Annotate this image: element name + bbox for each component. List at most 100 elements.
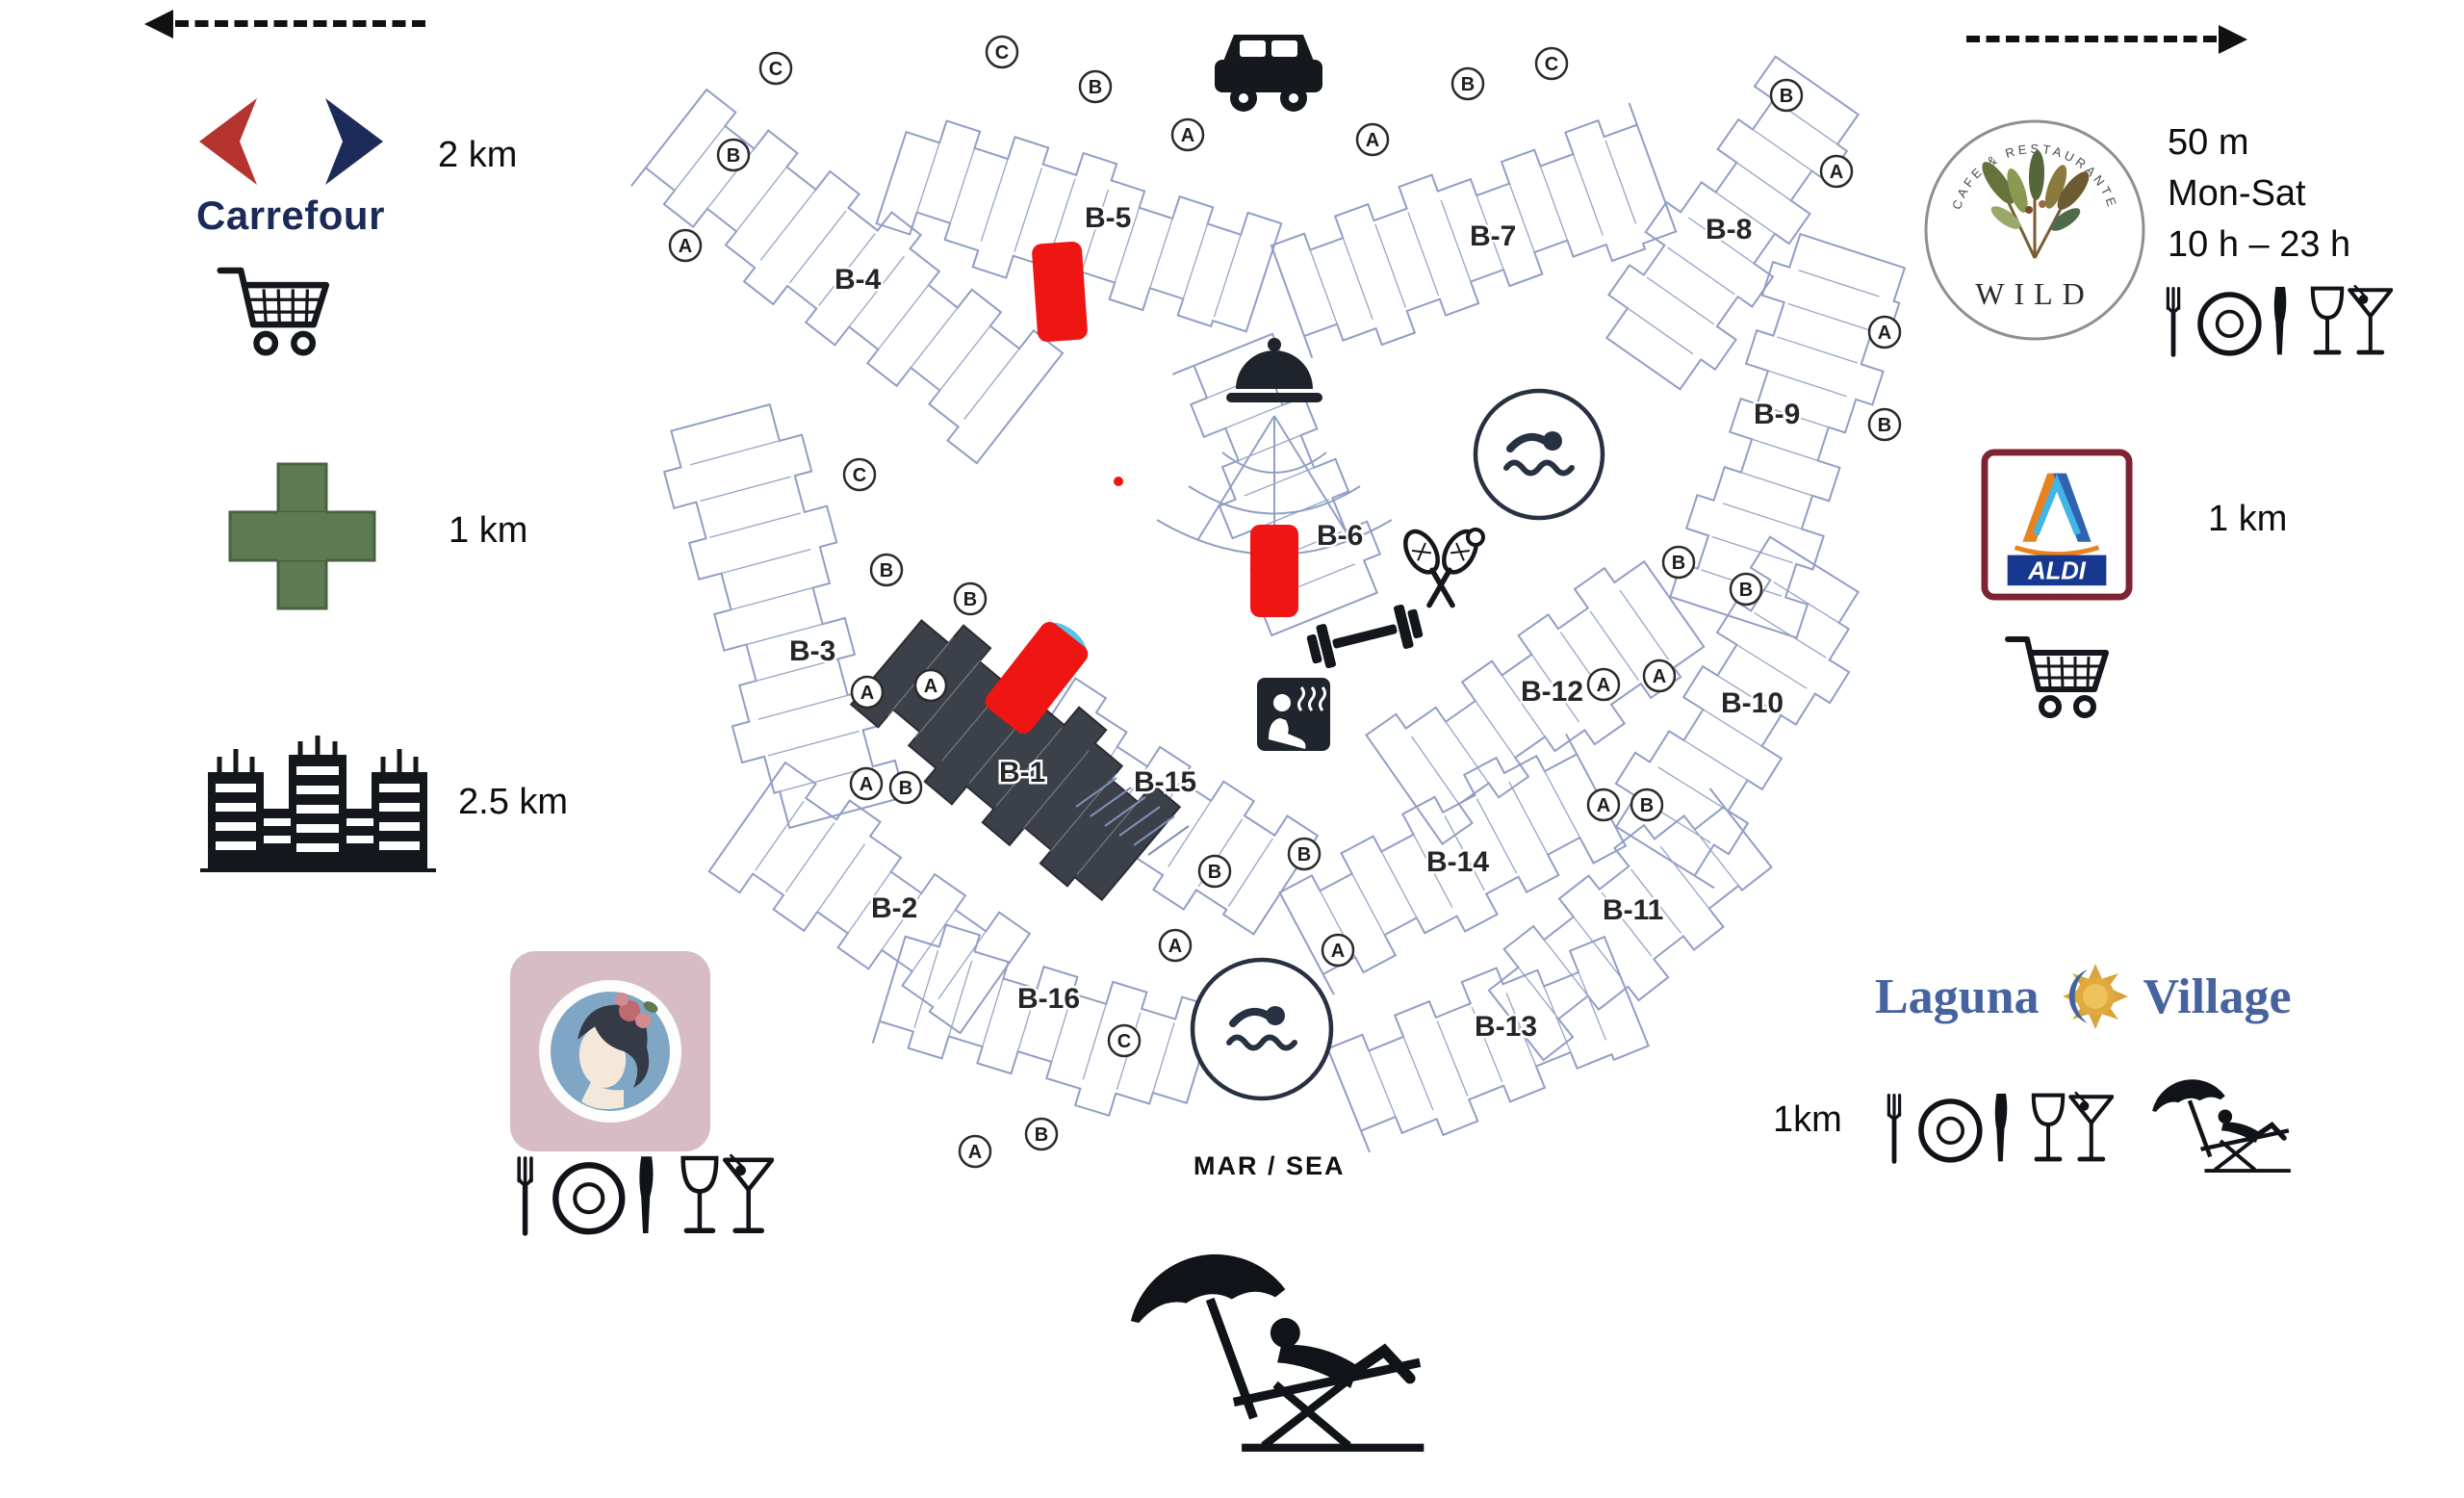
sea-label: MAR / SEA bbox=[1194, 1151, 1346, 1180]
entrance-marker-B: B bbox=[888, 770, 923, 805]
entrance-marker-A: A bbox=[1867, 315, 1902, 349]
laguna-distance: 1km bbox=[1773, 1099, 1842, 1140]
building-label-B-6: B-6 bbox=[1317, 520, 1363, 552]
svg-text:A: A bbox=[1878, 323, 1891, 344]
svg-text:A: A bbox=[860, 774, 873, 795]
building-B-7 bbox=[1270, 102, 1678, 359]
building-B-2 bbox=[707, 761, 1032, 1035]
entrance-marker-B: B bbox=[1867, 407, 1902, 442]
svg-text:B: B bbox=[1878, 415, 1891, 436]
beach-icon bbox=[1115, 1248, 1432, 1460]
entrance-marker-B: B bbox=[1630, 788, 1664, 822]
hospital-icon bbox=[200, 734, 436, 878]
building-label-B-4: B-4 bbox=[834, 264, 882, 296]
car-icon bbox=[1209, 21, 1328, 124]
building-B-14 bbox=[1278, 733, 1628, 995]
hatched-area bbox=[1075, 777, 1190, 856]
svg-text:A: A bbox=[679, 236, 692, 257]
svg-text:B: B bbox=[880, 560, 893, 581]
laguna-dining-icons bbox=[1883, 1086, 2114, 1175]
restaurant-cameo-logo bbox=[510, 951, 710, 1156]
svg-text:A: A bbox=[924, 676, 937, 697]
svg-text:A: A bbox=[1597, 675, 1610, 696]
shopping-cart-icon-right bbox=[2002, 628, 2118, 729]
carrefour-logo bbox=[197, 87, 385, 202]
building-label-B-13: B-13 bbox=[1475, 1011, 1537, 1043]
red-highlight-mark bbox=[1250, 525, 1298, 617]
carrefour-distance: 2 km bbox=[438, 135, 518, 175]
aldi-distance: 1 km bbox=[2208, 499, 2288, 539]
svg-text:B: B bbox=[1208, 862, 1221, 883]
svg-text:C: C bbox=[1545, 54, 1558, 75]
svg-text:B: B bbox=[899, 778, 912, 799]
red-dot-mark bbox=[1114, 477, 1123, 486]
entrance-marker-C: C bbox=[1107, 1023, 1142, 1058]
building-label-B-12: B-12 bbox=[1521, 676, 1583, 708]
entrance-marker-A: A bbox=[849, 766, 884, 801]
route-arrow-left bbox=[144, 10, 433, 46]
svg-text:C: C bbox=[853, 465, 866, 486]
entrance-marker-A: A bbox=[668, 228, 703, 263]
wild-cafe-logo: CAFE & RESTAURANTE WILD bbox=[1920, 116, 2149, 349]
svg-text:B: B bbox=[1780, 86, 1793, 107]
entrance-marker-B: B bbox=[716, 138, 751, 172]
entrance-marker-B: B bbox=[1450, 66, 1485, 101]
aldi-wordmark: ALDI bbox=[2027, 557, 2087, 584]
building-label-B-10: B-10 bbox=[1721, 687, 1784, 719]
laguna-village-logo: Laguna Village bbox=[1875, 958, 2292, 1035]
svg-text:A: A bbox=[1331, 941, 1345, 962]
entrance-marker-C: C bbox=[985, 35, 1019, 69]
entrance-marker-A: A bbox=[1586, 667, 1621, 702]
pool-icon-upper bbox=[1473, 388, 1605, 521]
laguna-word2: Village bbox=[2143, 969, 2292, 1024]
wild-dining-icons bbox=[2162, 279, 2393, 369]
reception-bell-icon bbox=[1226, 338, 1322, 402]
svg-text:A: A bbox=[1181, 125, 1194, 146]
aldi-logo: ALDI bbox=[1981, 449, 2133, 606]
svg-text:A: A bbox=[860, 683, 874, 704]
entrance-marker-C: C bbox=[842, 457, 877, 492]
entrance-marker-A: A bbox=[1321, 933, 1355, 968]
building-B-3 bbox=[662, 402, 907, 830]
building-B-5 bbox=[875, 119, 1283, 333]
entrance-marker-A: A bbox=[1170, 117, 1205, 152]
svg-text:A: A bbox=[1168, 936, 1182, 957]
entrance-marker-B: B bbox=[1769, 78, 1804, 113]
arrow-dash-line bbox=[1966, 36, 2217, 42]
building-label-B-9: B-9 bbox=[1754, 399, 1800, 430]
building-B-13 bbox=[1326, 935, 1650, 1153]
entrance-marker-B: B bbox=[1197, 854, 1232, 889]
svg-text:A: A bbox=[968, 1142, 982, 1163]
svg-text:C: C bbox=[1117, 1031, 1131, 1052]
entrance-marker-A: A bbox=[913, 668, 948, 703]
wild-distance: 50 m bbox=[2168, 122, 2249, 163]
building-B-4 bbox=[630, 88, 1065, 465]
pool-icon-lower bbox=[1190, 957, 1334, 1101]
entrance-marker-B: B bbox=[1661, 545, 1696, 580]
building-label-B-5: B-5 bbox=[1085, 202, 1131, 234]
entrance-marker-A: A bbox=[958, 1134, 992, 1169]
entrance-marker-A: A bbox=[1642, 659, 1677, 693]
svg-text:B: B bbox=[1089, 77, 1102, 98]
building-B-12 bbox=[1365, 559, 1706, 845]
wild-leaves-icon bbox=[1982, 150, 2090, 259]
svg-text:A: A bbox=[1366, 130, 1379, 151]
sauna-icon bbox=[1257, 678, 1330, 751]
building-label-B-7: B-7 bbox=[1470, 220, 1516, 252]
entrance-marker-B: B bbox=[1729, 572, 1763, 607]
entrance-marker-B: B bbox=[1287, 837, 1322, 871]
pharmacy-cross-icon bbox=[226, 460, 378, 617]
entrance-marker-A: A bbox=[1355, 122, 1390, 157]
tennis-icon bbox=[1403, 528, 1485, 608]
svg-text:B: B bbox=[1640, 795, 1654, 816]
entrance-marker-B: B bbox=[953, 581, 988, 616]
carrefour-wordmark: Carrefour bbox=[196, 193, 385, 238]
entrance-marker-B: B bbox=[869, 553, 904, 587]
laguna-word1: Laguna bbox=[1875, 969, 2040, 1024]
building-label-B-1: B-1 bbox=[999, 757, 1045, 788]
building-B-1 bbox=[849, 619, 1182, 902]
restaurant-dining-icons bbox=[512, 1148, 774, 1249]
entrance-marker-B: B bbox=[1078, 69, 1113, 104]
